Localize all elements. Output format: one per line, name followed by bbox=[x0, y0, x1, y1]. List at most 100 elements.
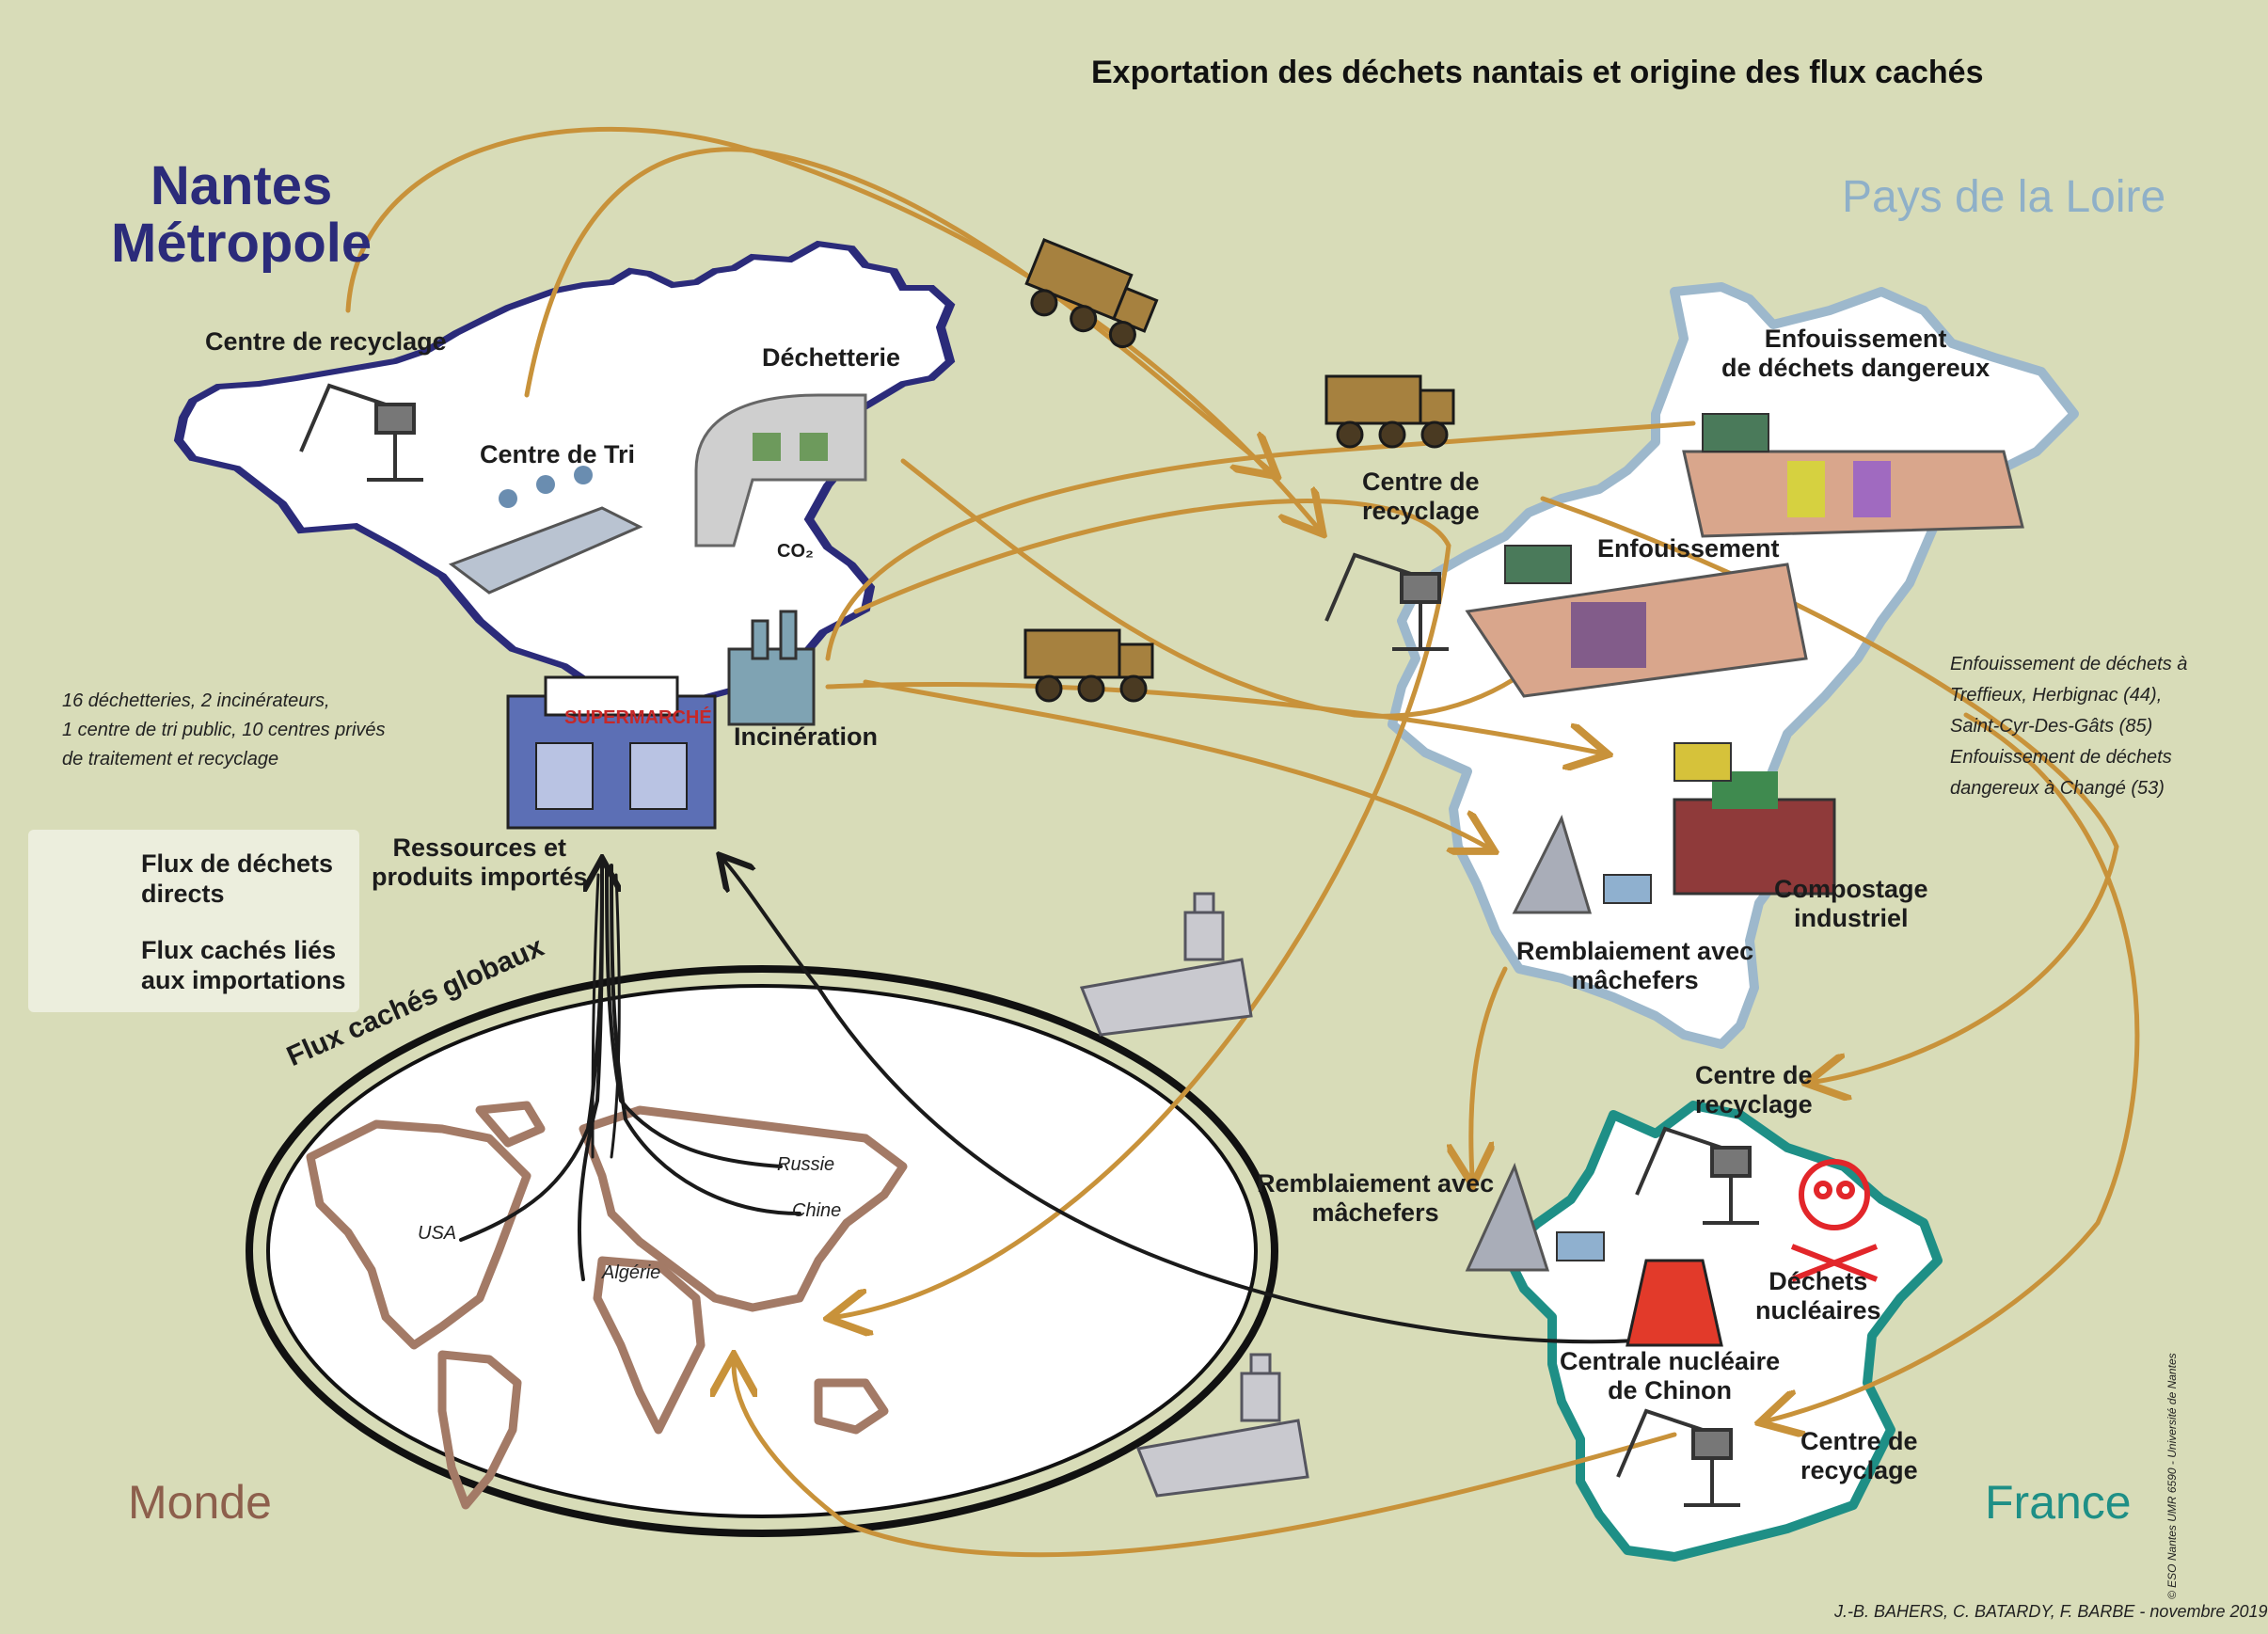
world-label-usa: USA bbox=[418, 1223, 457, 1244]
legend-hidden-label: Flux cachés liés aux importations bbox=[141, 935, 346, 996]
hidden-flow-extra-1 bbox=[610, 873, 621, 1159]
world-label-chine: Chine bbox=[792, 1200, 842, 1221]
label-remblai-fr-line1: Remblaiement avec bbox=[1257, 1169, 1495, 1198]
nantes-title-line1: Nantes bbox=[150, 155, 333, 216]
label-remblaiement-pdl: Remblaiement avec mâchefers bbox=[1516, 937, 1753, 995]
note-nantes-line2: 1 centre de tri public, 10 centres privé… bbox=[62, 720, 386, 740]
legend-hidden-line1: Flux cachés liés bbox=[141, 936, 337, 964]
flow-pdl-to-france-remblai bbox=[1471, 966, 1508, 1176]
note-pdl-line3: Saint-Cyr-Des-Gâts (85) bbox=[1950, 716, 2153, 737]
label-remblai-fr-line2: mâchefers bbox=[1311, 1198, 1439, 1228]
label-co2: CO₂ bbox=[777, 541, 814, 562]
label-enf-dang-line1: Enfouissement bbox=[1764, 325, 1947, 353]
region-monde: Monde bbox=[128, 1476, 272, 1529]
label-dechets-nuc-line2: nucléaires bbox=[1755, 1296, 1881, 1325]
label-dechets-nucleaires: Déchets nucléaires bbox=[1755, 1267, 1881, 1325]
hidden-flow-chinon bbox=[724, 861, 1639, 1344]
hidden-flow-chine bbox=[610, 864, 801, 1215]
label-centre-rec-fr1-line1: Centre de bbox=[1695, 1061, 1813, 1089]
note-pdl-line4: Enfouissement de déchets bbox=[1950, 747, 2172, 768]
map-title: Exportation des déchets nantais et origi… bbox=[1091, 55, 1984, 90]
flow-pdl-to-france-recyclage2 bbox=[1768, 712, 2140, 1420]
crane-icon-nantes bbox=[299, 383, 423, 482]
landfill-icon bbox=[1465, 545, 1808, 698]
flow-france-to-asia bbox=[734, 1364, 1677, 1558]
label-remblaiement-fr: Remblaiement avec mâchefers bbox=[1257, 1169, 1494, 1228]
world-continents bbox=[306, 1101, 908, 1510]
truck-icon-3 bbox=[1023, 628, 1154, 703]
supermarket-icon bbox=[506, 675, 717, 830]
label-supermarche: SUPERMARCHÉ bbox=[564, 707, 712, 728]
note-nantes-line3: de traitement et recyclage bbox=[62, 749, 279, 769]
label-remblai-pdl-line2: mâchefers bbox=[1571, 966, 1699, 995]
direct-flows bbox=[345, 126, 2140, 1558]
label-centre-rec-fr1-line2: recyclage bbox=[1695, 1090, 1813, 1119]
landfill-dangerous-icon bbox=[1682, 413, 2024, 538]
label-dechets-nuc-line1: Déchets bbox=[1768, 1267, 1868, 1295]
incinerator-icon bbox=[727, 610, 816, 726]
note-nantes-line1: 16 déchetteries, 2 incinérateurs, bbox=[62, 690, 330, 711]
note-pdl-line5: dangereux à Changé (53) bbox=[1950, 778, 2165, 799]
slag-heap-icon-fr bbox=[1465, 1162, 1605, 1272]
map-artwork bbox=[56, 126, 2140, 1562]
map-poster: Exportation des déchets nantais et origi… bbox=[28, 55, 2268, 1621]
label-compostage-line1: Compostage bbox=[1774, 875, 1928, 903]
note-pdl-line1: Enfouissement de déchets à bbox=[1950, 654, 2188, 674]
label-centre-recyclage-nantes: Centre de recyclage bbox=[205, 327, 447, 356]
label-ressources: Ressources et produits importés bbox=[372, 833, 588, 892]
label-centre-rec-pdl-line1: Centre de bbox=[1362, 468, 1480, 496]
nantes-title-line2: Métropole bbox=[111, 212, 373, 274]
label-centre-rec-fr2-line2: recyclage bbox=[1800, 1456, 1918, 1485]
label-centre-rec-fr2-line1: Centre de bbox=[1800, 1427, 1918, 1455]
label-centrale-line1: Centrale nucléaire bbox=[1560, 1347, 1781, 1375]
ship-icon-1 bbox=[1079, 892, 1253, 1037]
crane-icons bbox=[299, 383, 1759, 1507]
flow-dechetterie-to-enfouissement bbox=[900, 458, 1552, 719]
note-pays-de-la-loire: Enfouissement de déchets à Treffieux, He… bbox=[1950, 649, 2187, 804]
crane-icon-fr2 bbox=[1616, 1408, 1740, 1507]
ship-icons bbox=[1079, 892, 1309, 1498]
hidden-flow-algerie bbox=[577, 864, 604, 1281]
region-pays-de-la-loire: Pays de la Loire bbox=[1842, 172, 2166, 222]
label-compostage: Compostage industriel bbox=[1774, 875, 1928, 933]
ship-icon-2 bbox=[1135, 1353, 1309, 1498]
label-ressources-line2: produits importés bbox=[372, 863, 588, 892]
label-enfouissement-dangereux: Enfouissement de déchets dangereux bbox=[1721, 325, 1990, 383]
label-centre-recyclage-fr1: Centre de recyclage bbox=[1695, 1061, 1813, 1119]
crane-icon-pdl bbox=[1324, 552, 1449, 651]
credit-line: J.-B. BAHERS, C. BATARDY, F. BARBE - nov… bbox=[1834, 1602, 2268, 1621]
truck-icons bbox=[1023, 238, 1455, 703]
flow-incineration-to-asia bbox=[837, 499, 1451, 1317]
truck-icon-1 bbox=[1024, 238, 1159, 349]
world-label-russie: Russie bbox=[777, 1154, 835, 1175]
label-centrale-line2: de Chinon bbox=[1608, 1376, 1733, 1405]
legend-hidden-line2: aux importations bbox=[141, 966, 346, 995]
hidden-flow-extra-2 bbox=[591, 873, 600, 1159]
truck-icon-2 bbox=[1324, 374, 1455, 449]
world-ellipse-outer bbox=[246, 965, 1278, 1537]
hidden-flows bbox=[459, 861, 1639, 1344]
dechetterie-icon bbox=[694, 393, 867, 547]
note-pdl-line2: Treffieux, Herbignac (44), bbox=[1950, 685, 2163, 706]
flow-incineration-to-enf-dang bbox=[825, 420, 1696, 661]
flow-incineration-to-remblai bbox=[863, 679, 1486, 847]
compost-icon bbox=[1673, 742, 1836, 896]
africa bbox=[593, 1256, 706, 1435]
france-area bbox=[1500, 1101, 1943, 1562]
label-centre-recyclage-fr2: Centre de recyclage bbox=[1800, 1427, 1918, 1485]
label-incineration: Incinération bbox=[734, 722, 879, 751]
skull-icon bbox=[1790, 1159, 1879, 1282]
flow-tri-to-enfouissement-dangereux bbox=[524, 147, 1270, 470]
world-label-algerie: Algérie bbox=[602, 1262, 661, 1283]
label-remblai-pdl-line1: Remblaiement avec bbox=[1516, 937, 1754, 965]
legend-direct-label: Flux de déchets directs bbox=[141, 849, 333, 910]
label-centre-tri: Centre de Tri bbox=[480, 440, 636, 468]
slag-heap-icon-pdl bbox=[1512, 814, 1652, 914]
nuclear-plant-icon bbox=[1626, 1259, 1723, 1347]
nantes-metropole-title: Nantes Métropole bbox=[111, 155, 373, 274]
label-centre-rec-pdl-line2: recyclage bbox=[1362, 497, 1480, 526]
legend-direct-line2: directs bbox=[141, 880, 225, 909]
crane-icon-fr1 bbox=[1635, 1126, 1759, 1225]
note-nantes: 16 déchetteries, 2 incinérateurs, 1 cent… bbox=[62, 687, 386, 774]
south-america bbox=[437, 1350, 522, 1510]
